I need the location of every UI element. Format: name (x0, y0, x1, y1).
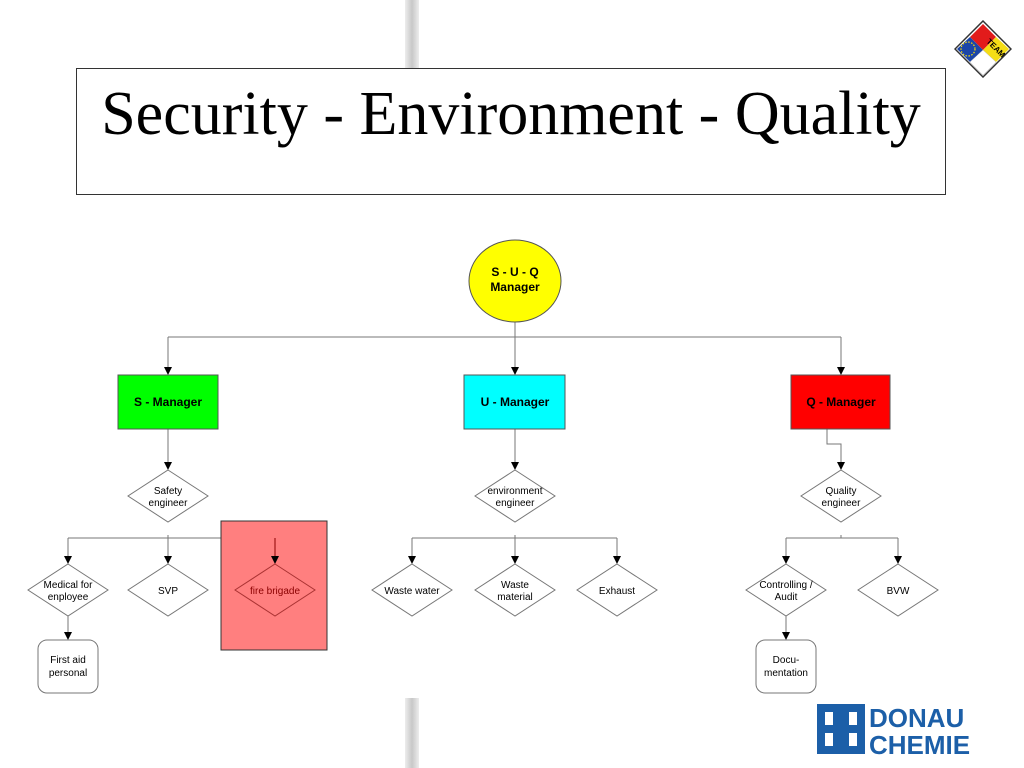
controlling-audit-label-line2: Audit (775, 592, 798, 603)
svp-node: SVP (127, 563, 209, 617)
safety-engineer-label-line1: Safety (154, 486, 182, 497)
safety-engineer-label-line2: engineer (149, 498, 189, 509)
waste-water-node: Waste water (371, 563, 453, 617)
environment-engineer-node: environment engineer (474, 469, 556, 523)
hazard-diamond-icon: TEAM (954, 20, 1012, 78)
u-manager-label: U - Manager (481, 395, 550, 409)
documentation-node: Docu- mentation (755, 639, 817, 694)
q-manager-node: Q - Manager (790, 374, 891, 430)
suq-manager-label-line1: S - U - Q (491, 265, 538, 279)
suq-manager-label-line2: Manager (490, 280, 540, 294)
quality-engineer-node: Quality engineer (800, 469, 882, 523)
documentation-label-line2: mentation (764, 668, 808, 679)
suq-manager-node: S - U - Q Manager (468, 239, 562, 323)
environment-engineer-label-line1: environment (487, 486, 542, 497)
s-manager-label: S - Manager (134, 395, 202, 409)
logo-line1: DONAU (869, 703, 964, 733)
title-box: Security - Environment - Quality (76, 68, 946, 195)
controlling-audit-node: Controlling / Audit (745, 563, 827, 617)
svp-label: SVP (158, 586, 178, 597)
donau-chemie-logo: DONAU CHEMIE (817, 703, 970, 758)
fire-brigade-highlight (220, 520, 328, 651)
u-manager-node: U - Manager (463, 374, 566, 430)
exhaust-label: Exhaust (599, 586, 635, 597)
controlling-audit-label-line1: Controlling / (759, 580, 813, 591)
svg-text:S - U - Q: S - U - Q (491, 265, 538, 279)
first-aid-label-line1: First aid (50, 655, 86, 666)
connector-q-to-quality (826, 429, 845, 470)
medical-label-line1: Medical for (44, 580, 94, 591)
waste-water-label: Waste water (384, 586, 440, 597)
s-manager-node: S - Manager (117, 374, 219, 430)
exhaust-node: Exhaust (576, 563, 658, 617)
bvw-label: BVW (887, 586, 910, 597)
waste-material-node: Waste material (474, 563, 556, 617)
waste-material-label-line2: material (497, 592, 533, 603)
decorative-strip-bottom (405, 698, 419, 768)
bvw-node: BVW (857, 563, 939, 617)
page-title: Security - Environment - Quality (101, 80, 921, 148)
quality-engineer-label-line2: engineer (822, 498, 862, 509)
safety-engineer-node: Safety engineer (127, 469, 209, 523)
first-aid-label-line2: personal (49, 668, 87, 679)
first-aid-node: First aid personal (37, 639, 99, 694)
environment-engineer-label-line2: engineer (496, 498, 536, 509)
logo-line2: CHEMIE (869, 730, 970, 758)
svg-text:Manager: Manager (490, 280, 540, 294)
q-manager-label: Q - Manager (806, 395, 876, 409)
quality-engineer-label-line1: Quality (825, 486, 856, 497)
documentation-label-line1: Docu- (773, 655, 800, 666)
medical-label-line2: enployee (48, 592, 89, 603)
fire-brigade-node: fire brigade (234, 563, 316, 617)
medical-node: Medical for enployee (27, 563, 109, 617)
fire-brigade-label: fire brigade (250, 586, 300, 597)
waste-material-label-line1: Waste (501, 580, 529, 591)
